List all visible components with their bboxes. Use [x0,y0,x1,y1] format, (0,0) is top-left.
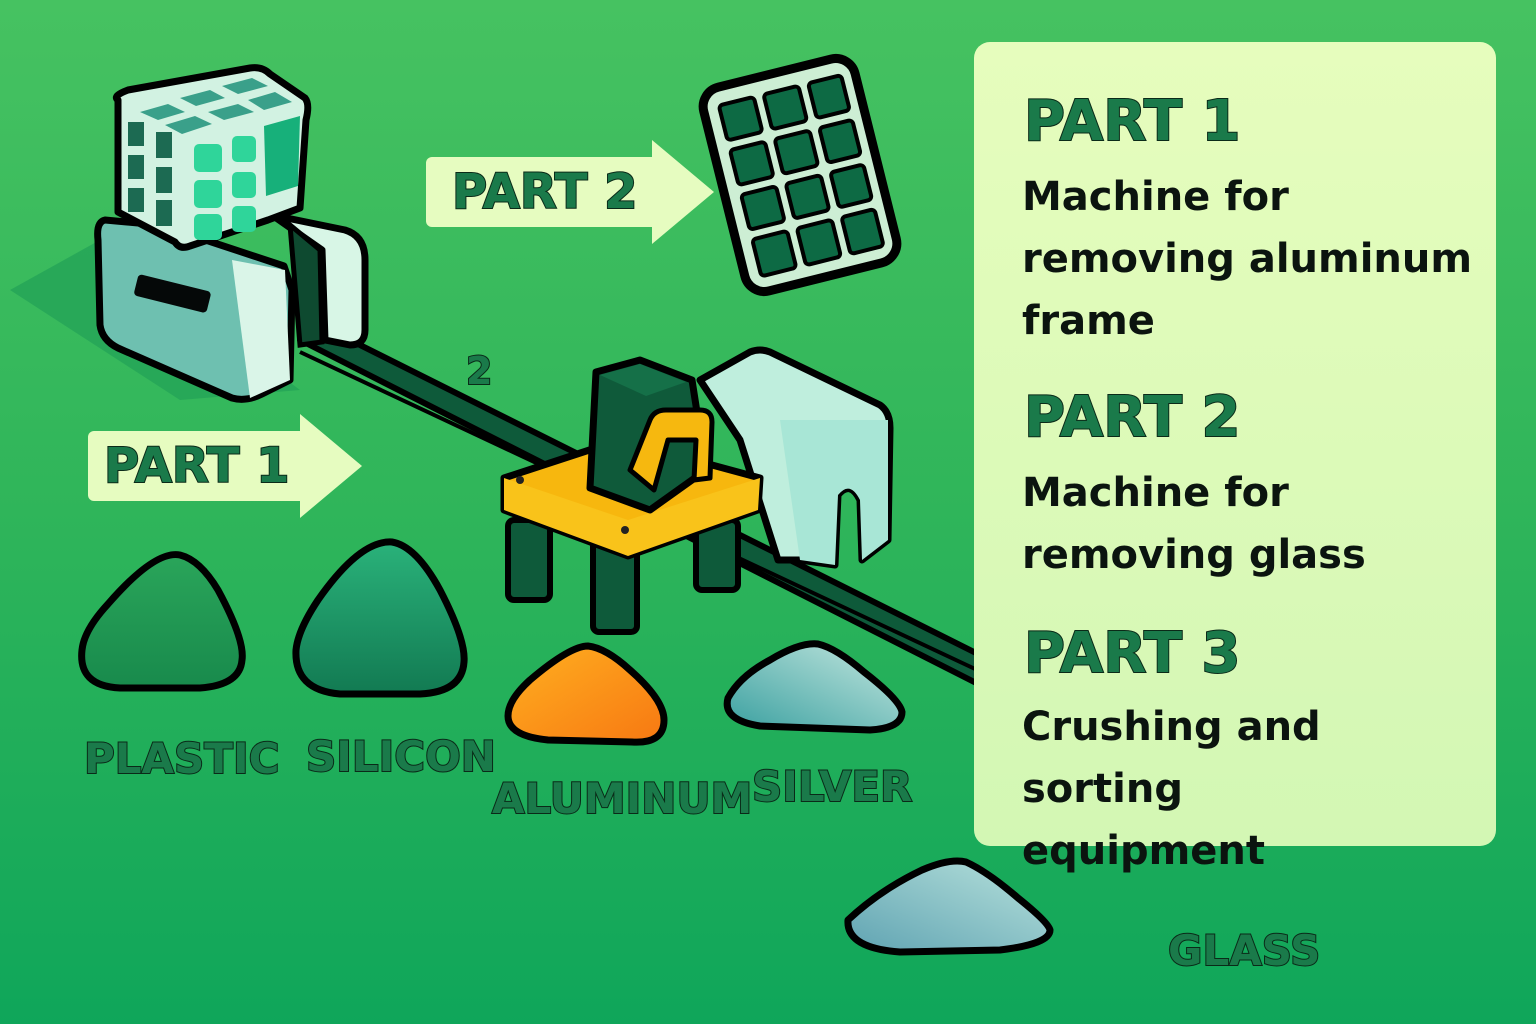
panel-part1-title: PART 1 [1023,89,1242,154]
desc-line: Machine for [1022,470,1289,516]
plastic-pile [78,551,246,692]
desc-line: equipment [1022,828,1265,874]
desc-line: removing glass [1022,532,1366,578]
arrow-head-icon [299,414,362,518]
silver-pile [723,640,906,734]
station-number: 2 [465,349,493,393]
material-label-aluminum: ALUMINUM [491,774,753,823]
desc-line: Crushing and sorting [1022,704,1321,812]
glass-pile [844,857,1054,956]
material-label-plastic: PLASTIC [83,734,280,783]
material-label-silicon: SILICON [305,732,497,781]
panel-part3-description: Crushing and sorting equipment [1022,696,1482,882]
material-label-silver: SILVER [751,762,913,811]
desc-line: frame [1022,298,1155,344]
desc-line: removing aluminum [1022,236,1473,282]
panel-part2-title: PART 2 [1023,385,1242,450]
aluminum-pile [504,642,668,746]
glass-removal-machine [500,346,894,635]
desc-line: Machine for [1022,174,1289,220]
part1-arrow: PART 1 [88,414,362,518]
silicon-pile [292,538,468,698]
material-label-glass: GLASS [1167,926,1321,975]
panel-part2-description: Machine for removing glass [1022,462,1482,586]
frame-removal-machine [94,64,369,403]
part2-arrow-label: PART 2 [451,164,639,220]
part2-arrow: PART 2 [426,140,714,244]
legend-panel: PART 1 Machine for removing aluminum fra… [974,42,1496,874]
panel-part1-description: Machine for removing aluminum frame [1022,166,1482,352]
panel-part3-title: PART 3 [1023,621,1242,686]
part1-arrow-label: PART 1 [103,438,291,494]
arrow-head-icon [651,140,714,244]
solar-panel [698,53,902,297]
